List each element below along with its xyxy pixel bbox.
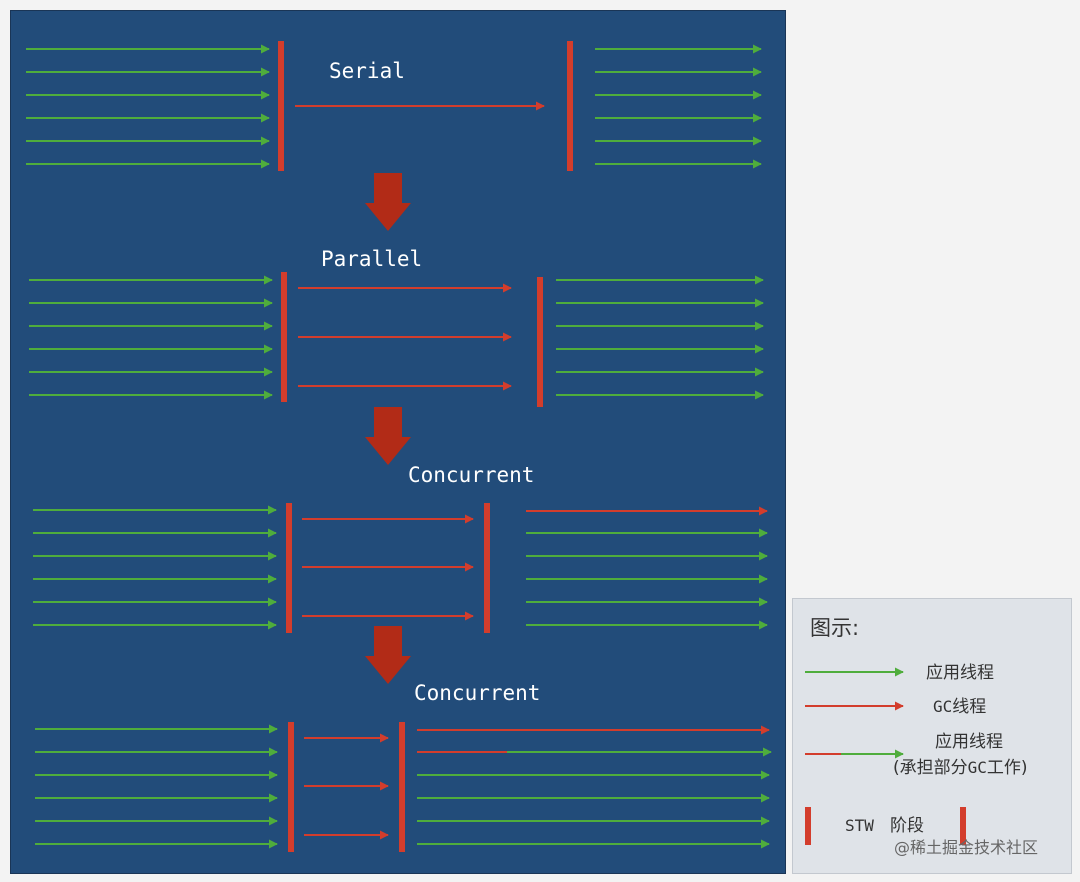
legend-gc-suffix: 线程 xyxy=(952,697,986,717)
legend-app-thread-label: 应用线程 xyxy=(926,663,994,683)
stw-bar xyxy=(484,503,490,633)
legend-shared-line2: (承担部分GC工作) xyxy=(893,758,1028,778)
phase-concurrent-1: Concurrent xyxy=(33,463,768,633)
stage-arrow-1 xyxy=(365,173,411,231)
phase-title-serial: Serial xyxy=(329,59,405,83)
down-arrow-icon xyxy=(365,407,411,465)
legend-stw-mono: STW xyxy=(845,816,874,835)
legend-stw-bar-left xyxy=(805,807,811,845)
legend-shared-c: 工作) xyxy=(987,758,1028,778)
phase-concurrent-2: Concurrent xyxy=(35,681,772,852)
gc-phases-diagram: Serial Parallel Concurrent Concurrent xyxy=(26,41,772,852)
stw-bar xyxy=(278,41,284,171)
phase-title-concurrent-1: Concurrent xyxy=(408,463,534,487)
legend-gc-thread-label: GC线程 xyxy=(933,697,986,717)
diagram-panel: Serial Parallel Concurrent Concurrent xyxy=(10,10,786,874)
stw-bar xyxy=(567,41,573,171)
legend-gc-prefix: GC xyxy=(933,697,952,716)
legend-box: 图示: 应用线程 GC线程 应用线程 (承担部分GC工作) STW 阶段 xyxy=(792,598,1072,874)
phase-serial: Serial xyxy=(26,41,762,171)
legend-stw-label: 阶段 xyxy=(890,816,924,836)
stw-bar xyxy=(281,272,287,402)
legend-shared-line1: 应用线程 xyxy=(935,732,1003,752)
phase-title-parallel: Parallel xyxy=(321,247,422,271)
stw-bar xyxy=(537,277,543,407)
stw-bar xyxy=(399,722,405,852)
stw-bar xyxy=(286,503,292,633)
legend-title: 图示: xyxy=(810,616,859,640)
stage-arrow-2 xyxy=(365,407,411,465)
legend-svg: 图示: 应用线程 GC线程 应用线程 (承担部分GC工作) STW 阶段 xyxy=(805,616,1028,845)
down-arrow-icon xyxy=(365,626,411,684)
parallel-threads xyxy=(29,272,764,407)
legend-shared-b: GC xyxy=(968,758,987,777)
stage-arrow-3 xyxy=(365,626,411,684)
phase-parallel: Parallel xyxy=(29,247,764,407)
legend-shared-a: (承担部分 xyxy=(893,758,968,778)
serial-threads xyxy=(26,41,762,171)
concurrent-1-threads xyxy=(33,503,768,633)
phase-title-concurrent-2: Concurrent xyxy=(414,681,540,705)
legend-stw-bar-right xyxy=(960,807,966,845)
stw-bar xyxy=(288,722,294,852)
concurrent-2-threads xyxy=(35,722,772,852)
down-arrow-icon xyxy=(365,173,411,231)
